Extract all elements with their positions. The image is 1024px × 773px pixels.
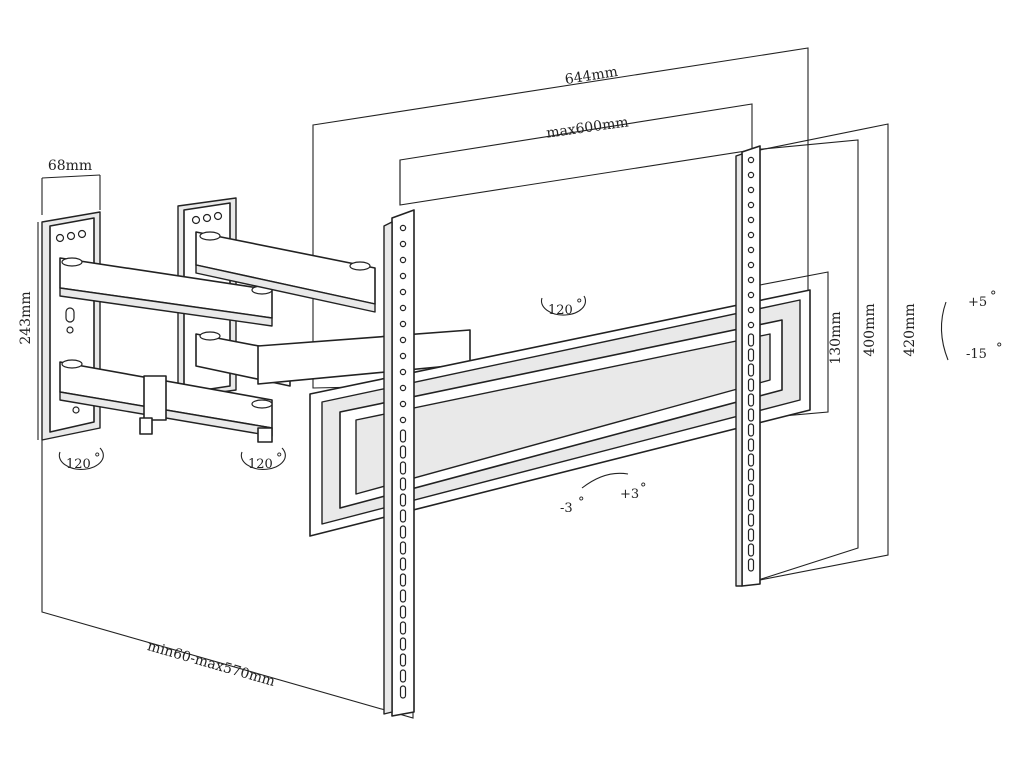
strap-hole <box>399 685 407 699</box>
svg-text:120: 120 <box>248 457 273 472</box>
strap-hole <box>747 156 755 164</box>
plate-dimension-guides <box>37 174 101 440</box>
svg-text:°: ° <box>276 451 283 466</box>
svg-text:+3: +3 <box>620 487 639 502</box>
svg-text:°: ° <box>578 495 585 510</box>
strap-hole <box>747 528 755 542</box>
strap-hole <box>747 261 755 269</box>
tilt-down-angle: -15 ° <box>966 341 1003 362</box>
strap-hole <box>747 498 755 512</box>
svg-text:°: ° <box>996 341 1003 356</box>
strap-hole <box>399 400 407 408</box>
strap-hole <box>399 288 407 296</box>
extension-label: min60-max570mm <box>145 638 276 690</box>
strap-hole <box>399 272 407 280</box>
svg-text:°: ° <box>94 451 101 466</box>
strap-hole <box>747 276 755 284</box>
strap-hole <box>747 378 755 392</box>
svg-text:120: 120 <box>548 303 573 318</box>
strap-hole <box>747 393 755 407</box>
strap-hole <box>399 525 407 539</box>
svg-text:-15: -15 <box>966 347 987 362</box>
strap-hole <box>399 493 407 507</box>
strap-hole <box>399 416 407 424</box>
strap-hole <box>399 477 407 491</box>
outer-width-label: 644mm <box>564 64 619 88</box>
bracket-swivel-angle: 120 ° <box>548 297 583 318</box>
strap-hole <box>399 573 407 587</box>
strap-hole <box>399 589 407 603</box>
arm-height-label: 130mm <box>828 311 844 364</box>
strap-hole <box>747 246 755 254</box>
plate-height-label: 243mm <box>18 291 34 344</box>
strap-hole <box>747 186 755 194</box>
strap-hole <box>399 368 407 376</box>
tv-rail <box>309 289 811 537</box>
strap-hole <box>747 543 755 557</box>
strap-hole <box>747 171 755 179</box>
strap-hole <box>399 304 407 312</box>
strap-hole <box>399 240 407 248</box>
level-minus-angle: -3 ° <box>560 495 585 516</box>
strap-hole <box>747 453 755 467</box>
svg-text:120: 120 <box>66 457 91 472</box>
left-vesa-strap <box>383 209 415 717</box>
strap-hole <box>747 408 755 422</box>
strap-hole <box>747 216 755 224</box>
strap-hole <box>399 320 407 328</box>
right-vesa-strap <box>735 145 761 587</box>
outer-height-label: 420mm <box>902 303 918 356</box>
svg-text:°: ° <box>990 289 997 304</box>
rotation-arrows <box>58 295 949 489</box>
strap-hole <box>747 321 755 329</box>
strap-hole <box>747 468 755 482</box>
strap-hole <box>399 637 407 651</box>
strap-hole <box>399 541 407 555</box>
strap-hole <box>747 483 755 497</box>
strap-hole <box>747 348 755 362</box>
strap-hole <box>747 513 755 527</box>
strap-hole <box>399 605 407 619</box>
vesa-plane-600 <box>399 103 753 206</box>
strap-hole <box>747 201 755 209</box>
strap-hole <box>399 352 407 360</box>
strap-hole <box>399 336 407 344</box>
strap-hole <box>399 384 407 392</box>
upper-arm-2 <box>195 231 376 313</box>
strap-hole <box>399 445 407 459</box>
strap-hole <box>747 231 755 239</box>
strap-hole <box>399 429 407 443</box>
strap-hole <box>747 291 755 299</box>
strap-hole <box>399 256 407 264</box>
svg-text:°: ° <box>640 481 647 496</box>
strap-hole <box>399 509 407 523</box>
strap-hole <box>747 306 755 314</box>
level-plus-angle: +3 ° <box>620 481 647 502</box>
tilt-up-angle: +5 ° <box>968 289 997 310</box>
vesa-width-label: max600mm <box>545 114 629 141</box>
strap-hole <box>747 438 755 452</box>
svg-text:-3: -3 <box>560 501 573 516</box>
strap-hole <box>399 653 407 667</box>
strap-hole <box>399 621 407 635</box>
wall-swivel-angle: 120 ° <box>66 451 101 472</box>
strap-hole <box>399 461 407 475</box>
plate-width-label: 68mm <box>48 158 92 174</box>
strap-hole <box>399 669 407 683</box>
strap-hole <box>747 333 755 347</box>
strap-hole <box>747 423 755 437</box>
svg-text:+5: +5 <box>968 295 987 310</box>
strap-hole <box>399 224 407 232</box>
arm-swivel-angle: 120 ° <box>248 451 283 472</box>
svg-text:°: ° <box>576 297 583 312</box>
strap-hole <box>747 558 755 572</box>
upper-arm-1 <box>59 257 273 327</box>
strap-hole <box>747 363 755 377</box>
strap-hole <box>399 557 407 571</box>
vesa-height-label: 400mm <box>862 303 878 356</box>
